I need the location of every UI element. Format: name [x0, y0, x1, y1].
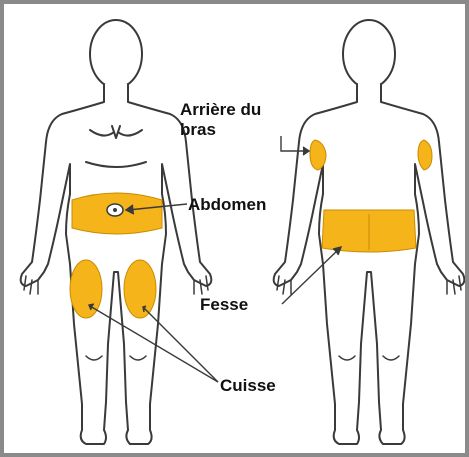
thigh-label: Cuisse: [220, 376, 276, 396]
left-thigh-zone: [70, 260, 102, 318]
back-of-arm-label: Arrière du bras: [180, 100, 300, 140]
abdomen-label: Abdomen: [188, 195, 266, 215]
buttock-label: Fesse: [200, 295, 248, 315]
right-thigh-zone: [124, 260, 156, 318]
